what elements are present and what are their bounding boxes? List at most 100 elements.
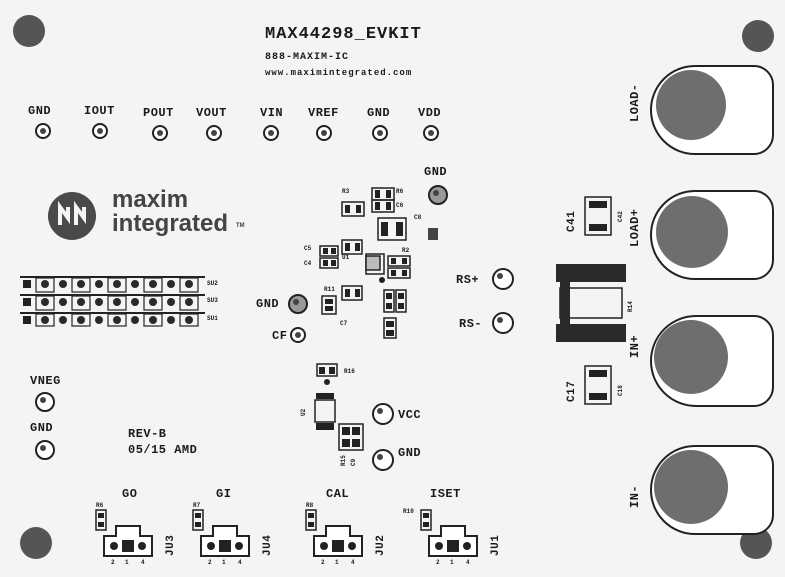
- maxim-logo-icon: [48, 192, 96, 240]
- tp-label-gnd-1: GND: [28, 104, 52, 118]
- test-point-vout[interactable]: [206, 125, 222, 141]
- label-cf: CF: [272, 329, 288, 343]
- lug-in-minus-post: [654, 450, 728, 524]
- label-vneg: VNEG: [30, 374, 61, 388]
- r14-shunt: [556, 264, 626, 342]
- jumper-go-res: R6: [96, 502, 104, 509]
- ref-r6: R6: [396, 188, 404, 195]
- label-load-plus: LOAD+: [628, 208, 642, 247]
- label-gnd-upper: GND: [424, 165, 448, 179]
- logo-maxim: maxim: [112, 186, 189, 213]
- u2-block: [305, 360, 375, 470]
- test-point-gnd-lower[interactable]: [372, 449, 394, 471]
- jumper-ju2[interactable]: [304, 508, 374, 564]
- tp-label-iout: IOUT: [84, 104, 115, 118]
- ref-c9: C9: [350, 458, 357, 466]
- jumper-ju1[interactable]: [419, 508, 489, 564]
- test-point-vneg[interactable]: [35, 392, 55, 412]
- label-in-plus: IN+: [628, 334, 642, 358]
- lug-load-minus-post: [656, 70, 726, 140]
- test-point-vdd[interactable]: [423, 125, 439, 141]
- test-point-pout[interactable]: [152, 125, 168, 141]
- board-phone: 888-MAXIM-IC: [265, 52, 350, 63]
- tp-label-vdd: VDD: [418, 106, 442, 120]
- c17-capacitor: [583, 364, 613, 406]
- logo-integrated: integrated: [112, 210, 229, 237]
- jumper-ju2-pin-2: 2: [321, 559, 325, 566]
- row-label-su1: SU1: [207, 315, 218, 322]
- test-point-rs-minus[interactable]: [492, 312, 514, 334]
- label-in-minus: IN-: [628, 484, 642, 508]
- label-c17: C17: [566, 380, 578, 402]
- test-point-vref[interactable]: [316, 125, 332, 141]
- label-gnd-lower: GND: [398, 446, 422, 460]
- test-point-cf[interactable]: [290, 327, 306, 343]
- jumper-ju4-id: JU4: [262, 534, 274, 556]
- jumper-header-block: [20, 272, 205, 328]
- ref-u1: U1: [342, 254, 350, 261]
- jumper-cal-res: R8: [306, 502, 314, 509]
- jumper-iset-res: R10: [403, 508, 414, 515]
- board-date: 05/15 AMD: [128, 443, 198, 457]
- ref-r15: R15: [340, 455, 347, 466]
- jumper-ju4[interactable]: [191, 508, 261, 564]
- label-r14: R14: [627, 301, 634, 312]
- jumper-ju2-pin-1: 1: [335, 559, 339, 566]
- ref-c8: C8: [414, 214, 422, 221]
- jumper-ju3-id: JU3: [165, 534, 177, 556]
- ref-c4: C4: [304, 260, 312, 267]
- lug-in-plus-post: [654, 320, 728, 394]
- board-revision: REV-B: [128, 427, 167, 441]
- mounting-hole: [13, 15, 45, 47]
- tp-label-gnd-2: GND: [367, 106, 391, 120]
- ref-c5: C5: [304, 245, 312, 252]
- label-c18: C18: [617, 385, 624, 396]
- label-gnd-mid: GND: [256, 297, 280, 311]
- jumper-gi-name: GI: [216, 487, 232, 501]
- test-point-vin[interactable]: [263, 125, 279, 141]
- jumper-ju3-pin-2: 2: [111, 559, 115, 566]
- jumper-ju1-pin-4: 4: [466, 559, 470, 566]
- test-point-rs-plus[interactable]: [492, 268, 514, 290]
- test-point-gnd-2[interactable]: [372, 125, 388, 141]
- tp-label-vref: VREF: [308, 106, 339, 120]
- test-point-vcc[interactable]: [372, 403, 394, 425]
- label-c42: C42: [617, 211, 624, 222]
- test-point-gnd-mid[interactable]: [288, 294, 308, 314]
- jumper-ju3-pin-1: 1: [125, 559, 129, 566]
- test-point-gnd-upper[interactable]: [428, 185, 448, 205]
- board-url: www.maximintegrated.com: [265, 68, 413, 78]
- ref-r2: R2: [402, 247, 410, 254]
- label-rs-minus: RS-: [459, 317, 483, 331]
- label-vcc: VCC: [398, 408, 422, 422]
- jumper-ju2-id: JU2: [375, 534, 387, 556]
- ref-c7: C7: [340, 320, 348, 327]
- label-rs-plus: RS+: [456, 273, 480, 287]
- mounting-hole: [742, 20, 774, 52]
- jumper-gi-res: R7: [193, 502, 201, 509]
- jumper-ju4-pin-2: 2: [208, 559, 212, 566]
- jumper-cal-name: CAL: [326, 487, 350, 501]
- jumper-ju4-pin-4: 4: [238, 559, 242, 566]
- lug-load-plus-post: [656, 196, 728, 268]
- jumper-ju3-pin-4: 4: [141, 559, 145, 566]
- tp-label-vout: VOUT: [196, 106, 227, 120]
- ref-c6: C6: [396, 202, 404, 209]
- test-point-gnd-left[interactable]: [35, 440, 55, 460]
- jumper-ju4-pin-1: 1: [222, 559, 226, 566]
- tp-label-vin: VIN: [260, 106, 284, 120]
- board-title: MAX44298_EVKIT: [265, 25, 422, 44]
- test-point-iout[interactable]: [92, 123, 108, 139]
- logo-tm: TM: [236, 223, 245, 229]
- maxim-logo: maxim integrated TM: [48, 186, 268, 240]
- jumper-ju3[interactable]: [94, 508, 164, 564]
- mounting-hole: [20, 527, 52, 559]
- jumper-ju1-pin-1: 1: [450, 559, 454, 566]
- test-point-gnd-1[interactable]: [35, 123, 51, 139]
- label-gnd-left: GND: [30, 421, 54, 435]
- label-c41: C41: [566, 210, 578, 232]
- c41-capacitor: [583, 195, 613, 237]
- ref-u2: U2: [300, 408, 307, 416]
- jumper-ju1-pin-2: 2: [436, 559, 440, 566]
